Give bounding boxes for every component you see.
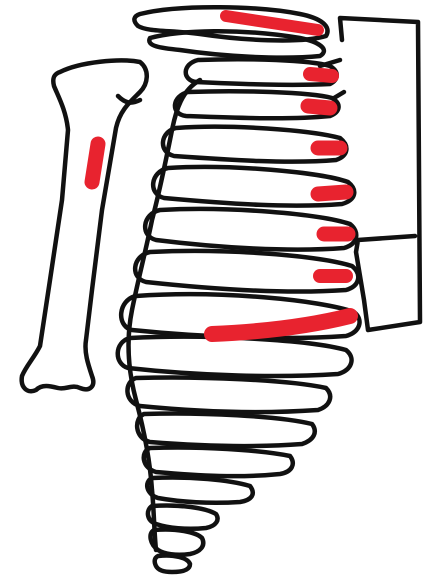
highlight-rib-3 xyxy=(308,106,330,108)
highlight-rib-1 xyxy=(226,16,318,30)
highlight-rib-2 xyxy=(310,74,332,76)
sternum-plate xyxy=(340,18,420,330)
rib-outline xyxy=(151,529,204,554)
rib-outline xyxy=(137,413,315,446)
highlight-lower-rib xyxy=(212,316,350,334)
top-rib-cluster xyxy=(149,31,324,57)
rib-outline xyxy=(155,555,190,572)
highlight-upper-arm-bone xyxy=(92,144,98,182)
rib-outline xyxy=(148,505,218,528)
rib-outline xyxy=(147,477,253,502)
rib-outline xyxy=(118,337,352,376)
rib-outline xyxy=(144,447,293,476)
rib-outline xyxy=(127,377,330,412)
highlight-rib-5 xyxy=(318,192,346,194)
